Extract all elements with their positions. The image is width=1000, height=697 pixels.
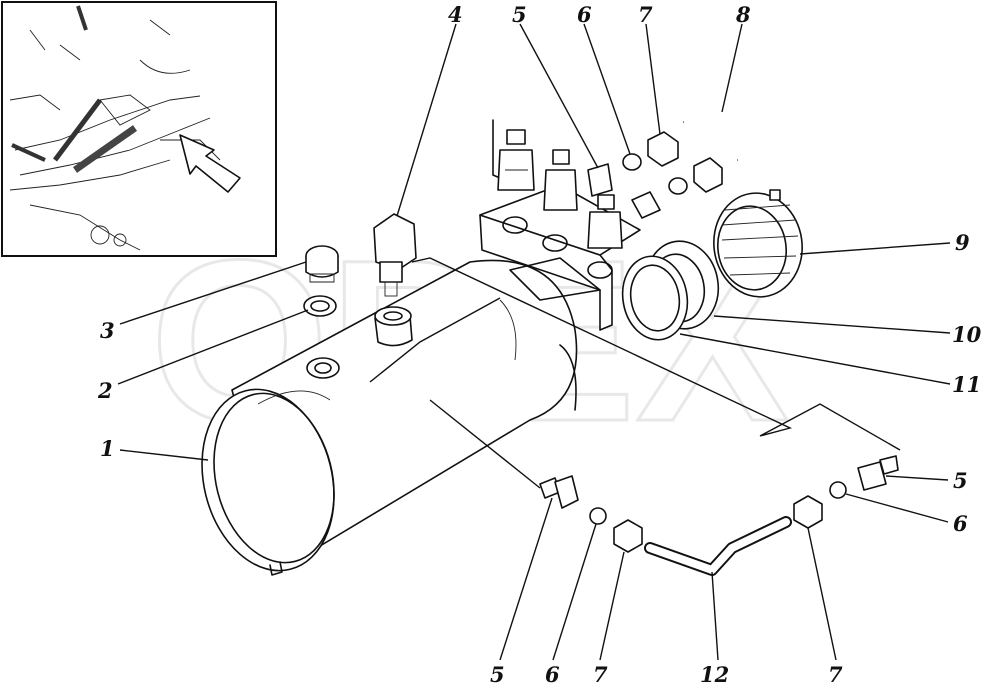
mounting-bracket — [479, 119, 641, 331]
part-2-washer — [303, 295, 337, 317]
callout-11: 11 — [952, 372, 981, 397]
part-6-top-ring — [622, 153, 688, 195]
callout-8: 8 — [735, 2, 751, 27]
bracket-valve-2 — [543, 149, 578, 211]
callout-7-bottom-left: 7 — [593, 662, 608, 687]
air-tank — [201, 259, 578, 576]
callout-1: 1 — [100, 436, 115, 461]
callout-5-right: 5 — [953, 468, 968, 493]
part-6-right-ring — [829, 481, 847, 499]
callout-7-top: 7 — [638, 2, 653, 27]
part-8-u-tube — [683, 105, 762, 163]
callout-5-top: 5 — [512, 2, 527, 27]
part-5-top-connector — [587, 163, 661, 219]
leader-lines — [117, 23, 951, 661]
part-3-plug — [305, 245, 339, 283]
callout-9: 9 — [955, 230, 970, 255]
callout-4: 4 — [448, 2, 463, 27]
bracket-valve-3 — [587, 194, 623, 249]
part-11-seal-ring — [621, 255, 689, 341]
part-12-pipe — [644, 516, 792, 576]
part-5-right-connector — [857, 455, 899, 491]
assembly-lines — [369, 257, 901, 489]
location-inset — [1, 1, 277, 257]
part-9-threaded-ring — [713, 189, 803, 298]
callout-5-bottom: 5 — [490, 662, 505, 687]
callout-7-bottom-right: 7 — [828, 662, 843, 687]
part-7-bottom-right-nut — [793, 495, 823, 529]
callout-6-right: 6 — [953, 511, 968, 536]
part-7-top-nut — [647, 131, 723, 193]
inset-chassis-sketch — [9, 5, 221, 251]
callout-labels: 4 5 6 7 8 3 2 1 9 10 11 5 6 5 6 7 12 7 — [97, 2, 982, 687]
part-6-bottom-ring — [589, 507, 607, 525]
callout-3: 3 — [100, 318, 115, 343]
part-5-bottom-connector — [539, 475, 579, 509]
callout-6-top: 6 — [577, 2, 592, 27]
callout-2: 2 — [97, 378, 113, 403]
part-4-valve-fitting — [373, 213, 417, 297]
bracket-valve-1 — [497, 129, 535, 191]
callout-10: 10 — [952, 322, 982, 347]
callout-12: 12 — [700, 662, 729, 687]
callout-6-bottom: 6 — [545, 662, 560, 687]
location-arrow — [179, 134, 241, 193]
part-7-bottom-left-nut — [613, 519, 643, 553]
